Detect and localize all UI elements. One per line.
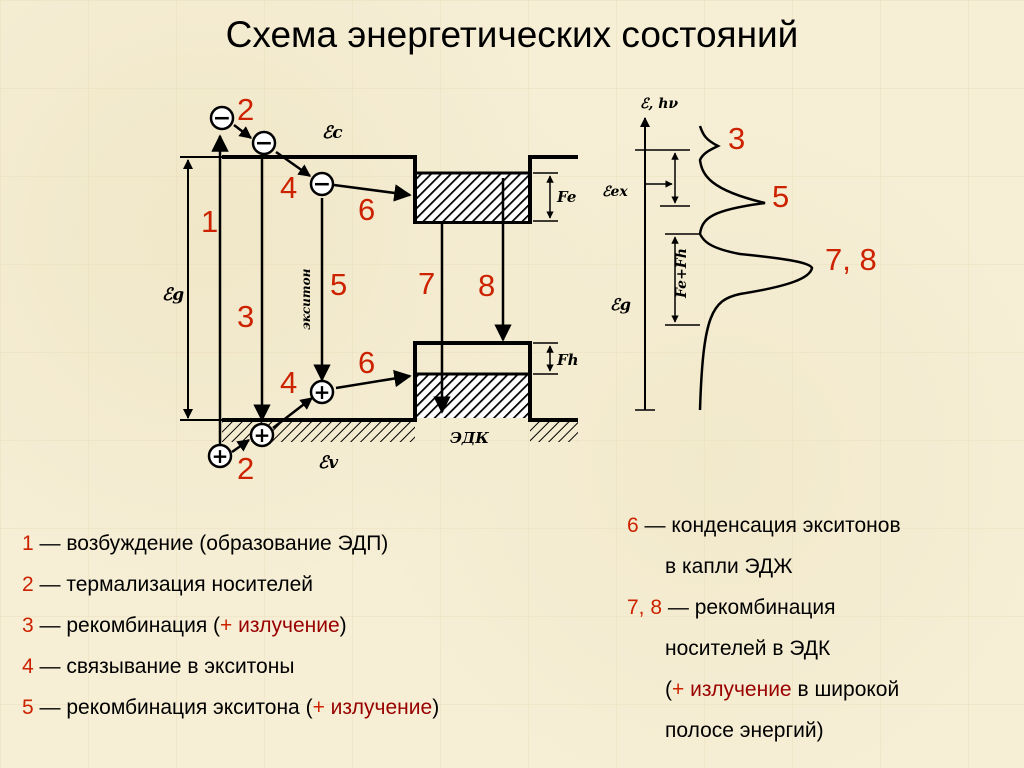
legend-item-7-8: 7, 8 — рекомбинация (627, 587, 901, 628)
svg-text:−: − (213, 106, 231, 131)
legend-text: конденсация экситонов (671, 514, 901, 537)
process-number-6-top: 6 (358, 192, 375, 227)
legend-left: 1 — возбуждение (образование ЭДП) 2 — те… (22, 523, 439, 728)
legend-item-6: 6 — конденсация экситонов (627, 505, 901, 546)
process-number-4-top: 4 (280, 170, 297, 205)
legend-item-3: 3 — рекомбинация (+ излучение) (22, 605, 439, 646)
process-number-2-bottom: 2 (237, 451, 254, 486)
hole-1: + (309, 379, 335, 405)
legend-text: рекомбинация ( (66, 614, 221, 637)
legend-text: связывание в экситоны (66, 655, 295, 678)
legend-text-end: в широкой (791, 678, 900, 701)
legend-dash: — (33, 573, 67, 596)
legend-num: 6 (627, 514, 639, 537)
conduction-band-edge (222, 155, 578, 224)
legend-num: 5 (22, 696, 34, 719)
edk-label: ЭДК (450, 429, 489, 447)
legend-text: ( (665, 678, 672, 701)
legend-text-end: ) (432, 696, 440, 719)
legend-text: носителей в ЭДК (665, 637, 831, 660)
svg-text:+: + (254, 423, 271, 447)
electron-3: − (309, 171, 335, 197)
legend-item-7-8-cont-3: полосе энергий) (627, 710, 901, 751)
legend-highlight: излучение (330, 696, 433, 719)
electron-1: − (209, 105, 235, 131)
legend-right: 6 — конденсация экситонов в капли ЭДЖ 7,… (627, 505, 901, 751)
legend-dash: — (33, 655, 67, 678)
electron-2: − (251, 130, 277, 156)
legend-dash: — (662, 596, 695, 619)
legend-text: рекомбинация экситона ( (66, 696, 313, 719)
spectrum-number-3: 3 (728, 121, 745, 156)
legend-plus: + (312, 696, 331, 719)
legend-num: 3 (22, 614, 34, 637)
legend-num: 1 (22, 532, 34, 555)
legend-num: 4 (22, 655, 34, 678)
legend-highlight: излучение (238, 614, 340, 637)
legend-plus: + (220, 614, 239, 637)
legend-dash: — (33, 696, 67, 719)
legend-text: термализация носителей (66, 573, 314, 596)
process-number-4-bottom: 4 (280, 365, 297, 400)
legend-text-end: ) (339, 614, 347, 637)
exciton-label: экситон (299, 268, 313, 330)
energy-diagram: ℰg − − − + + + ℰc ℰv ЭДК экситон (162, 92, 877, 486)
energy-axis-label: ℰ, hν (640, 96, 678, 112)
legend-item-4: 4 — связывание в экситоны (22, 646, 439, 687)
fh-label: Fh (556, 351, 579, 369)
svg-text:−: − (313, 172, 331, 197)
legend-text: рекомбинация (694, 596, 836, 619)
legend-item-7-8-cont-1: носителей в ЭДК (627, 628, 901, 669)
valence-band-hatch-right (530, 422, 578, 442)
svg-text:+: + (314, 380, 331, 404)
thermalization-arrow-3 (231, 438, 251, 454)
edk-electron-hatch (417, 173, 528, 221)
binding-arrow-top (333, 183, 412, 202)
legend-item-6-cont: в капли ЭДЖ (627, 546, 901, 587)
legend-item-2: 2 — термализация носителей (22, 564, 439, 605)
eex-label: ℰex (602, 184, 628, 200)
legend-text: полосе энергий) (665, 719, 824, 742)
slide-title: Схема энергетических состояний (225, 14, 799, 55)
eg-spectrum-label: ℰg (610, 295, 631, 314)
legend-dash: — (33, 614, 67, 637)
hole-2: + (249, 422, 275, 448)
ev-label: ℰv (318, 453, 339, 473)
ec-label: ℰc (322, 123, 343, 143)
process-number-8: 8 (478, 268, 495, 303)
thermalization-arrow-1 (233, 124, 252, 139)
eg-label: ℰg (162, 285, 184, 305)
legend-highlight: излучение (690, 678, 792, 701)
svg-text:−: − (255, 131, 273, 156)
legend-num: 7, 8 (627, 596, 663, 619)
legend-text: в капли ЭДЖ (665, 555, 793, 578)
process-number-2-top: 2 (237, 92, 254, 127)
process-number-6-bottom: 6 (358, 345, 375, 380)
legend-item-5: 5 — рекомбинация экситона (+ излучение) (22, 687, 439, 728)
emission-spectrum-curve (698, 125, 814, 411)
fe-label: Fe (556, 188, 576, 206)
legend-dash: — (638, 514, 672, 537)
legend-dash: — (33, 532, 67, 555)
legend-item-7-8-cont-2: (+ излучение в широкой (627, 669, 901, 710)
thermalization-arrow-2 (275, 150, 312, 178)
legend-plus: + (672, 678, 691, 701)
legend-text: возбуждение (образование ЭДП) (66, 532, 389, 555)
edk-hole-hatch (417, 374, 528, 418)
condensation-arrow (335, 369, 412, 390)
valence-band-edge (222, 341, 578, 422)
process-number-3: 3 (237, 299, 254, 334)
binding-arrow-bottom (272, 397, 313, 429)
spectrum-number-5: 5 (772, 179, 789, 214)
process-number-1: 1 (201, 204, 218, 239)
hole-3: + (207, 443, 233, 469)
legend-item-1: 1 — возбуждение (образование ЭДП) (22, 523, 439, 564)
process-number-7: 7 (418, 266, 435, 301)
legend-num: 2 (22, 573, 34, 596)
spectrum-number-7-8: 7, 8 (825, 242, 877, 277)
fefh-label: Fe+Fh (674, 248, 690, 299)
svg-text:+: + (212, 444, 229, 468)
process-number-5: 5 (330, 267, 347, 302)
